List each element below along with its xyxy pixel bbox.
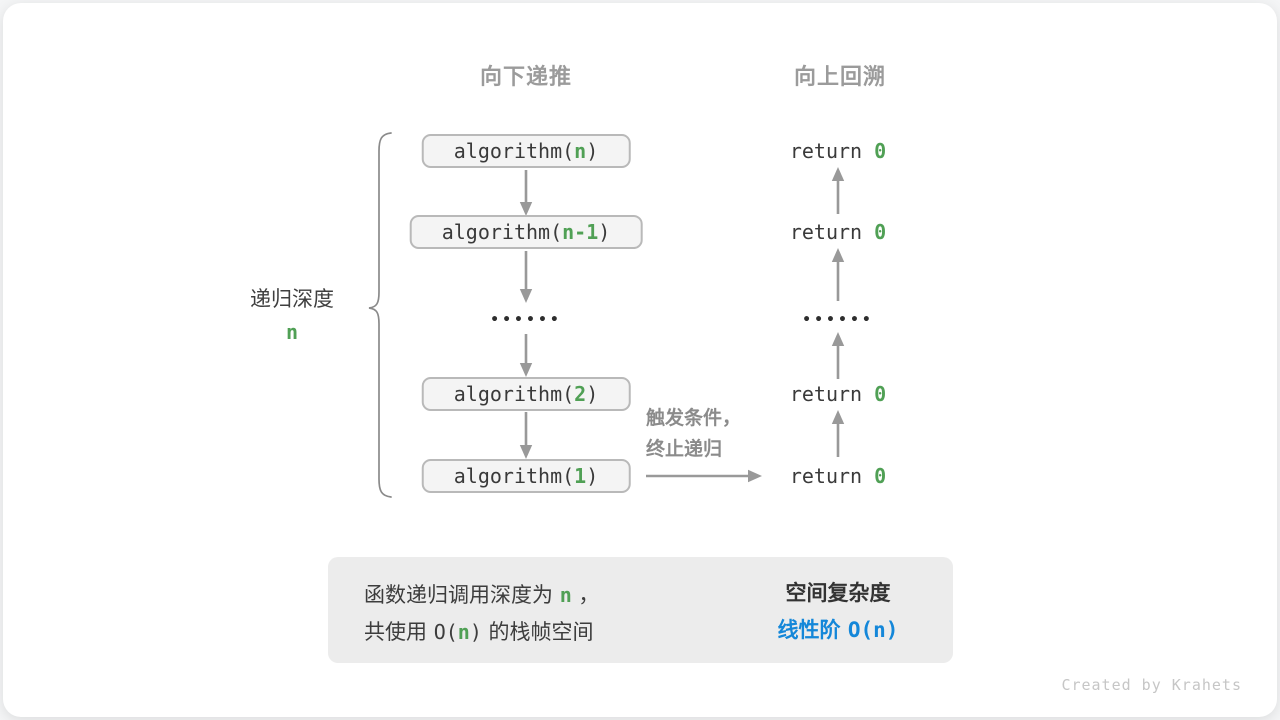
call-box-n: algorithm(n)	[421, 134, 631, 168]
summary-right-title: 空间复杂度	[785, 581, 891, 605]
column-header-backtrack: 向上回溯	[793, 65, 886, 90]
trigger-note-line1: 触发条件，	[646, 407, 742, 429]
summary-right-result: 线性阶 O(n)	[777, 618, 899, 642]
watermark-credit: Created by Krahets	[1061, 676, 1242, 694]
trigger-note-line2: 终止递归	[646, 438, 723, 460]
summary-panel	[328, 557, 953, 663]
call-box-2: algorithm(2)	[421, 377, 631, 411]
column-header-recurse: 向下递推	[479, 65, 572, 90]
right-ellipsis: ••••••	[802, 312, 874, 328]
return-row-2: return 0	[789, 220, 887, 244]
depth-label: 递归深度	[250, 287, 334, 311]
summary-left-text: 函数递归调用深度为 n ， 共使用 O(n) 的栈帧空间	[364, 577, 599, 651]
depth-variable: n	[285, 320, 299, 344]
return-row-4: return 0	[789, 464, 887, 488]
call-box-1: algorithm(1)	[421, 459, 631, 493]
trigger-note: 触发条件， 终止递归	[646, 403, 741, 465]
left-ellipsis: ••••••	[490, 312, 562, 328]
return-row-3: return 0	[789, 382, 887, 406]
call-box-n-1: algorithm(n-1)	[409, 215, 643, 249]
summary-left-line2: 共使用 O(n) 的栈帧空间	[364, 620, 594, 644]
summary-left-line1: 函数递归调用深度为 n ，	[364, 583, 600, 607]
return-row-1: return 0	[789, 139, 887, 163]
